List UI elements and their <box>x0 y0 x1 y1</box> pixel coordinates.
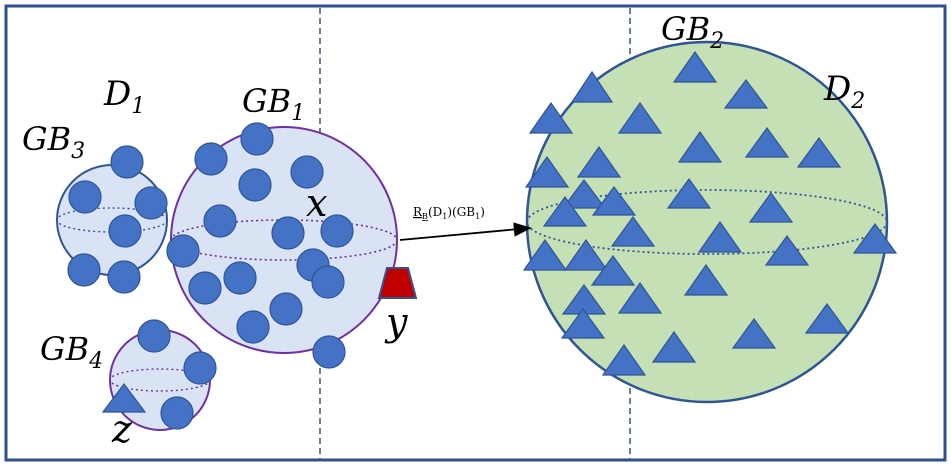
label-d2: D2 <box>823 69 865 114</box>
triangle-point <box>804 302 850 334</box>
triangle-point <box>563 238 609 271</box>
triangle-point <box>764 234 810 266</box>
circle-point <box>238 168 272 202</box>
circle-point <box>110 145 144 179</box>
y-point-icon <box>377 267 418 299</box>
triangle-point <box>723 79 769 109</box>
circle-point <box>183 351 217 385</box>
triangle-point-z <box>101 383 147 413</box>
triangle-point <box>677 130 723 163</box>
circle-point <box>188 271 222 305</box>
circle-point <box>311 265 345 299</box>
triangle-point <box>561 179 607 209</box>
label-y: y <box>384 300 408 344</box>
triangle-point <box>576 145 622 178</box>
label-x: x <box>306 181 327 225</box>
triangle-point <box>731 317 777 349</box>
triangle-point <box>748 191 794 223</box>
triangle-point <box>683 263 729 296</box>
triangle-point <box>617 281 663 314</box>
triangle-point <box>601 343 647 376</box>
mapping-arrow <box>399 222 532 241</box>
triangle-point <box>591 186 637 216</box>
triangle-point <box>796 136 842 168</box>
d2-ball <box>525 40 889 404</box>
triangle-point <box>617 101 663 134</box>
triangle-point <box>522 238 568 271</box>
circle-point <box>107 260 141 294</box>
circle-point <box>166 234 200 268</box>
label-gb3: GB3 <box>22 120 85 164</box>
triangle-point <box>560 307 606 339</box>
triangle-point <box>570 70 614 103</box>
d1-circles <box>67 122 354 430</box>
circle-point <box>236 310 270 344</box>
triangle-point <box>528 101 574 134</box>
triangle-point <box>590 254 636 286</box>
circle-point <box>108 214 142 248</box>
circle-point <box>134 186 168 220</box>
circle-point <box>271 216 305 250</box>
triangle-point <box>610 215 656 247</box>
circle-point <box>137 319 171 353</box>
circle-point <box>240 122 274 156</box>
label-d1: D1 <box>103 74 145 119</box>
circle-point <box>203 204 237 238</box>
arrow-label: RB(D1)(GB1) <box>413 205 485 221</box>
circle-point <box>68 180 102 214</box>
circle-point <box>67 253 101 287</box>
triangle-point <box>672 50 718 83</box>
triangle-point <box>524 155 570 188</box>
triangle-point <box>666 177 712 209</box>
triangle-point <box>651 330 697 363</box>
circle-point <box>290 155 324 189</box>
triangle-point <box>744 126 790 158</box>
label-z: z <box>111 407 133 451</box>
triangle-point <box>697 220 743 253</box>
label-gb1: GB1 <box>242 82 305 126</box>
circle-point <box>160 396 194 430</box>
triangle-point <box>852 222 898 254</box>
circle-point <box>269 292 303 326</box>
label-gb4: GB4 <box>40 330 103 374</box>
circle-point <box>312 335 346 369</box>
circle-point <box>223 261 257 295</box>
circle-point <box>194 142 228 176</box>
circle-point <box>320 214 354 248</box>
d2-triangles <box>522 50 898 376</box>
label-gb2: GB2 <box>661 10 724 54</box>
triangle-point <box>542 195 588 227</box>
